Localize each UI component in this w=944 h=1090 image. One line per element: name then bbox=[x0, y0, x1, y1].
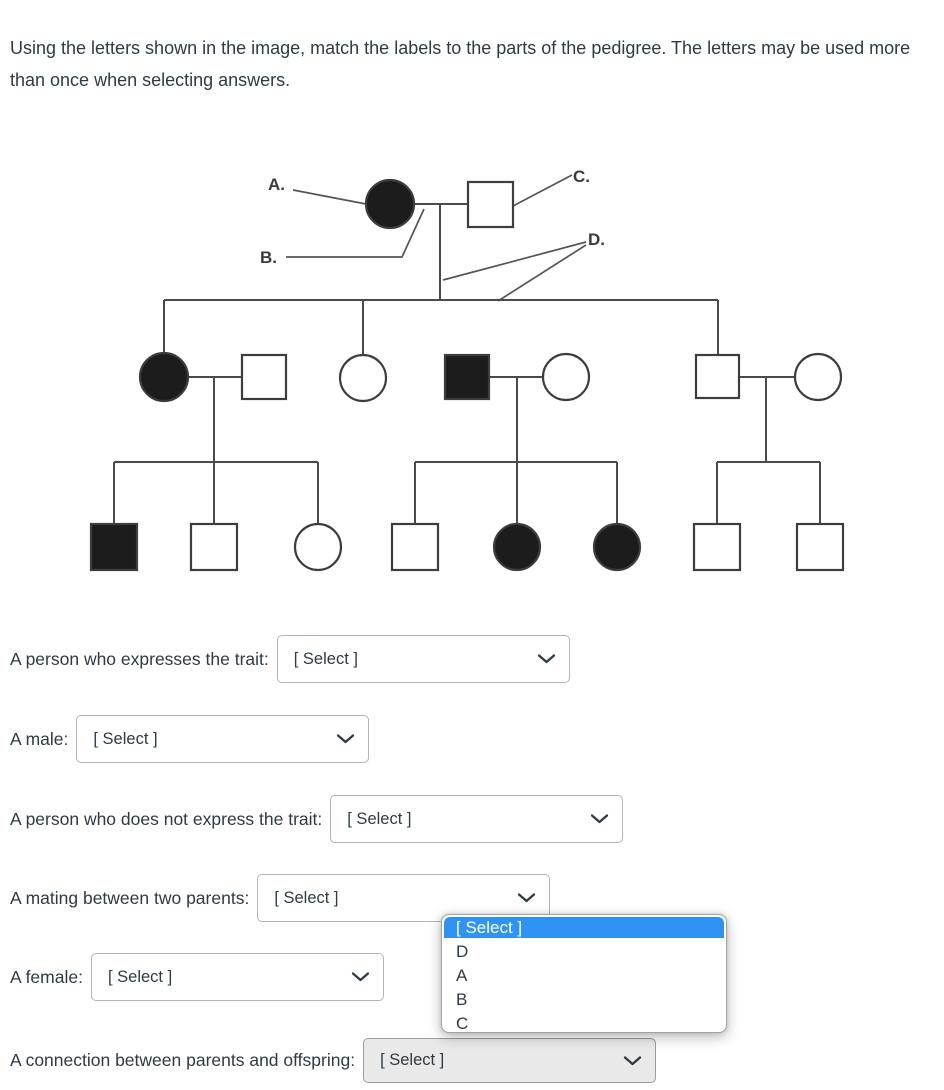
gen3-male-4 bbox=[795, 522, 845, 572]
chevron-down-icon bbox=[518, 893, 536, 903]
question-row-expresses-trait: A person who expresses the trait: [ Sele… bbox=[10, 635, 570, 683]
question-row-male: A male: [ Select ] bbox=[10, 715, 370, 763]
dropdown-option-a[interactable]: A bbox=[456, 966, 468, 985]
gen3-affected-male bbox=[89, 522, 139, 572]
pedigree-image: A. B. C. D. bbox=[89, 167, 845, 572]
dropdown-option-b[interactable]: B bbox=[456, 990, 468, 1009]
question-row-connection: A connection between parents and offspri… bbox=[10, 1038, 657, 1083]
gen2-affected-female bbox=[138, 351, 190, 403]
question-label: A male: bbox=[10, 728, 69, 749]
label-a-pointer-line bbox=[292, 189, 367, 205]
label-d-pointer-line-2 bbox=[497, 244, 587, 302]
dropdown-option-select[interactable]: [ Select ] bbox=[444, 917, 724, 938]
gen3-male-1 bbox=[189, 522, 239, 572]
gen2-female-spouse-middle bbox=[541, 352, 591, 402]
gen2-female bbox=[338, 353, 388, 403]
chevron-down-icon bbox=[591, 814, 609, 824]
question-label: A connection between parents and offspri… bbox=[10, 1050, 356, 1070]
chevron-down-icon bbox=[537, 654, 555, 664]
pedigree-label-a: A. bbox=[268, 175, 285, 194]
question-row-not-express-trait: A person who does not express the trait:… bbox=[10, 795, 624, 843]
select-female[interactable]: [ Select ] bbox=[90, 953, 384, 1001]
pedigree-pointer-lines bbox=[286, 174, 587, 302]
pedigree-label-c: C. bbox=[573, 167, 590, 186]
pedigree-label-d: D. bbox=[588, 230, 605, 249]
dropdown-option-d[interactable]: D bbox=[456, 942, 469, 961]
dropdown-option-c[interactable]: C bbox=[456, 1014, 469, 1033]
gen1-affected-female bbox=[364, 178, 416, 230]
gen2-male-spouse-left bbox=[240, 353, 288, 401]
label-b-pointer-line bbox=[286, 208, 425, 258]
pedigree-label-b: B. bbox=[260, 248, 277, 267]
label-d-pointer-line-1 bbox=[442, 241, 587, 281]
question-label: A person who does not express the trait: bbox=[10, 808, 323, 829]
gen2-child-drop-lines bbox=[163, 300, 719, 355]
gen3-child-drop-lines bbox=[113, 462, 821, 524]
chevron-down-icon bbox=[337, 734, 355, 744]
gen2-male-right bbox=[694, 353, 741, 400]
pedigree-structure-lines bbox=[113, 203, 821, 524]
gen2-female-spouse-right bbox=[793, 352, 843, 402]
select-value: [ Select ] bbox=[380, 1051, 445, 1069]
label-c-pointer-line bbox=[512, 174, 573, 207]
gen2-descent-lines bbox=[213, 377, 767, 524]
chevron-down-icon bbox=[351, 972, 370, 982]
gen3-male-3 bbox=[692, 522, 742, 572]
pedigree-individuals bbox=[89, 178, 845, 572]
question-label: A mating between two parents: bbox=[10, 887, 250, 908]
gen3-female-1 bbox=[293, 522, 343, 572]
select-dropdown-menu: [ Select ] D A B C bbox=[441, 914, 727, 1033]
gen3-affected-female-1 bbox=[492, 522, 542, 572]
select-value: [ Select ] bbox=[347, 809, 412, 828]
question-row-female: A female: [ Select ] bbox=[10, 953, 384, 1001]
question-instructions: Using the letters shown in the image, ma… bbox=[10, 38, 911, 90]
select-value: [ Select ] bbox=[93, 729, 158, 748]
pedigree-letter-labels: A. B. C. D. bbox=[260, 167, 605, 267]
select-expresses-trait[interactable]: [ Select ] bbox=[276, 635, 570, 683]
gen3-affected-female-2 bbox=[592, 522, 642, 572]
select-male[interactable]: [ Select ] bbox=[76, 715, 370, 763]
select-connection[interactable]: [ Select ] bbox=[363, 1038, 657, 1083]
select-value: [ Select ] bbox=[274, 888, 339, 907]
select-value: [ Select ] bbox=[107, 967, 173, 986]
select-not-express-trait[interactable]: [ Select ] bbox=[330, 795, 624, 843]
question-label: A person who expresses the trait: bbox=[10, 648, 269, 669]
gen2-affected-male bbox=[443, 353, 491, 401]
question-label: A female: bbox=[10, 966, 83, 987]
chevron-down-icon bbox=[623, 1055, 642, 1065]
gen3-male-2 bbox=[390, 522, 440, 572]
select-value: [ Select ] bbox=[293, 649, 358, 668]
gen1-male bbox=[466, 180, 515, 229]
